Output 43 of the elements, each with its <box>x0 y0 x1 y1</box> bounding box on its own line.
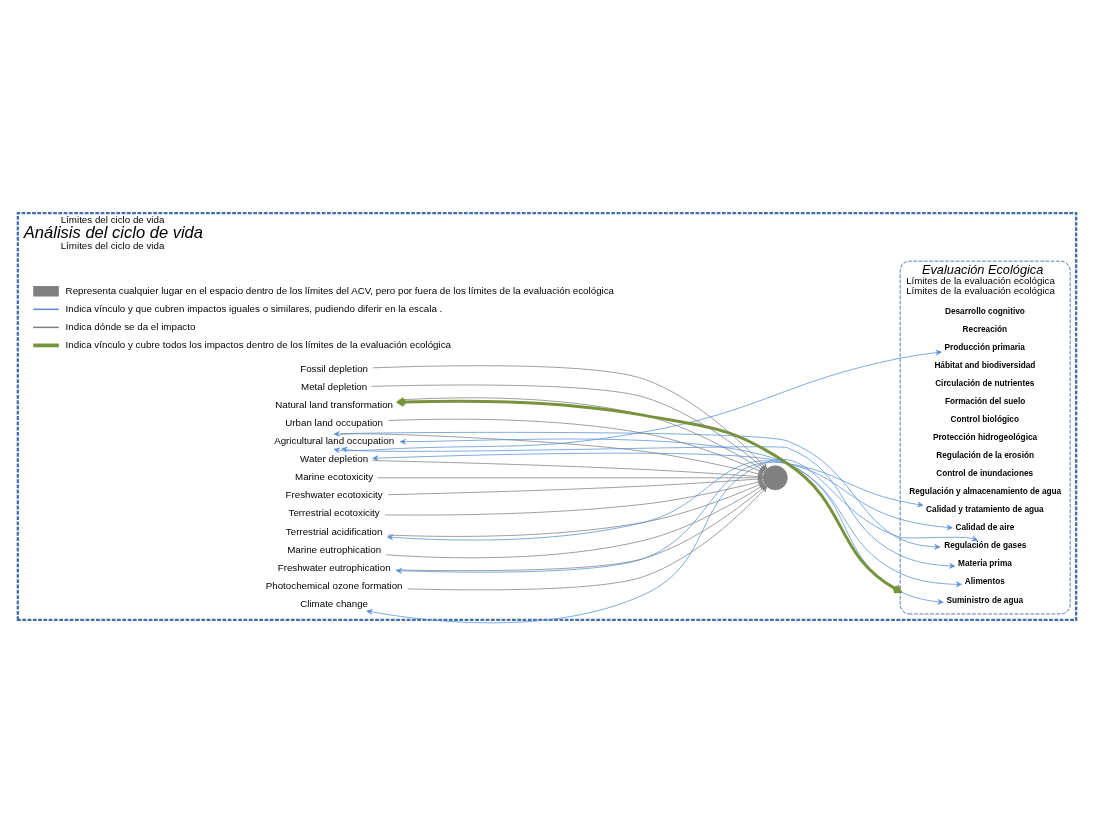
node-text: Desarrollo cognitivo <box>944 306 1025 316</box>
node-text: Marine eutrophication <box>287 543 382 555</box>
node-text: Hábitat and biodiversidad <box>934 360 1036 370</box>
arrow <box>341 445 956 569</box>
arrow <box>399 438 962 587</box>
node-text: Freshwater ecotoxicity <box>285 488 383 500</box>
node-text: Protección hidrogeológica <box>932 432 1038 442</box>
legend-label: Indica dónde se da el impacto <box>65 320 196 332</box>
node-text: Recreación <box>962 324 1008 334</box>
node-text: Regulación de la erosión <box>936 450 1035 460</box>
node-text: Control de inundaciones <box>936 468 1034 478</box>
node-text: Alimentos <box>964 576 1005 586</box>
node-text: Urban land occupation <box>285 416 383 428</box>
node-text: Photochemical ozone formation <box>265 579 403 591</box>
node-text: Metal depletion <box>301 380 368 392</box>
arrow <box>397 396 902 593</box>
node-text: Terrestrial ecotoxicity <box>288 506 380 518</box>
node-text: Calidad y tratamiento de agua <box>926 504 1044 514</box>
legend-label: Indica vínculo y cubre todos los impactos dentro de los límites de la evaluación ecológica <box>65 338 452 350</box>
node-text: Climate change <box>300 597 369 609</box>
node-text: Control biológico <box>950 414 1019 424</box>
node-text: Suministro de agua <box>946 595 1024 605</box>
node-text: Terrestrial acidification <box>285 525 383 537</box>
node-text: Circulación de nutrientes <box>935 378 1035 388</box>
node-text: Freshwater eutrophication <box>277 561 391 573</box>
node-text: Producción primaria <box>944 342 1025 352</box>
node-text: Regulación de gases <box>944 540 1027 550</box>
arrow <box>366 458 978 623</box>
node-text: Fossil depletion <box>300 362 369 374</box>
node-text: Formación del suelo <box>944 396 1026 406</box>
legend-label: Representa cualquier lugar en el espacio dentro de los límites del ACV, pero por fuera de los límites de la evaluación ecológica <box>65 284 615 296</box>
arrow <box>387 460 953 540</box>
node-text: Regulación y almacenamiento de agua <box>909 486 1062 496</box>
node-text: Agricultural land occupation <box>274 434 395 446</box>
legend-label: Indica vínculo y que cubren impactos iguales o similares, pudiendo diferir en la escala . <box>65 302 443 314</box>
node-text: Calidad de aire <box>955 522 1015 532</box>
node-text: Natural land transformation <box>275 398 394 410</box>
arrow <box>333 349 942 453</box>
node-text: Materia prima <box>958 558 1012 568</box>
arrow <box>372 452 944 605</box>
node-text: Marine ecotoxicity <box>295 470 374 482</box>
arrow <box>333 430 941 550</box>
node-text: Water depletion <box>300 452 369 464</box>
